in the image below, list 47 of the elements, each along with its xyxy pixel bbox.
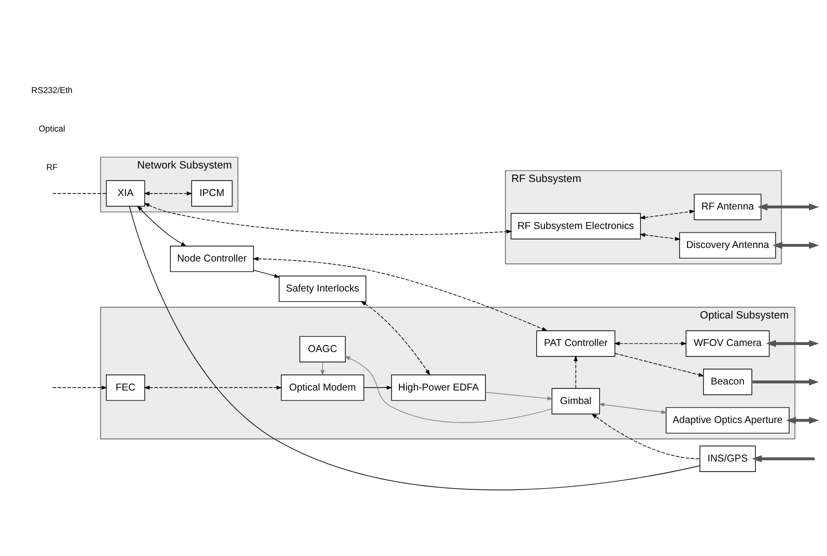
legend-label: RF	[46, 162, 58, 172]
arrow	[344, 356, 552, 422]
node-box: High-Power EDFA	[391, 374, 486, 400]
arrow	[485, 391, 554, 400]
node-box: XIA	[106, 180, 146, 206]
arrow	[137, 205, 187, 246]
connector	[129, 206, 700, 490]
connector	[52, 192, 106, 194]
arrow	[766, 340, 819, 347]
arrow	[757, 202, 819, 210]
arrow	[598, 402, 668, 414]
node-box: Beacon	[703, 368, 752, 395]
node-box: RF Subsystem Electronics	[510, 212, 641, 239]
node-box: OAGC	[299, 336, 346, 362]
node-box: Optical Modem	[280, 374, 364, 400]
node-box: INS/GPS	[700, 445, 756, 472]
arrow	[786, 416, 819, 424]
legend-label: RS232/Eth	[31, 84, 72, 95]
arrow	[614, 341, 687, 346]
arrow	[320, 361, 325, 376]
arrow	[52, 385, 108, 390]
node-box: Node Controller	[170, 245, 254, 272]
node-box: IPCM	[191, 180, 233, 206]
arrow	[252, 256, 548, 331]
arrow	[591, 412, 700, 459]
node-box: Gimbal	[552, 388, 600, 414]
arrow	[639, 209, 696, 219]
arrow	[639, 232, 681, 240]
node-box: RF Antenna	[694, 193, 762, 220]
legend-label: Optical	[38, 123, 66, 134]
node-box: Safety Interlocks	[278, 275, 366, 302]
arrow	[614, 352, 704, 376]
arrow	[772, 241, 819, 248]
arrow	[360, 300, 430, 375]
arrow	[253, 269, 280, 278]
node-box: PAT Controller	[536, 330, 616, 356]
arrow	[752, 378, 819, 385]
node-box: WFOV Camera	[686, 330, 770, 356]
arrow	[144, 190, 192, 195]
arrow	[144, 385, 282, 390]
arrow	[364, 385, 392, 390]
arrow	[752, 454, 815, 462]
arrow	[574, 354, 578, 388]
arrow	[144, 202, 512, 234]
node-box: Adaptive Optics Aperture	[666, 406, 790, 434]
node-box: Discovery Antenna	[679, 232, 776, 258]
node-box: FEC	[106, 374, 146, 400]
